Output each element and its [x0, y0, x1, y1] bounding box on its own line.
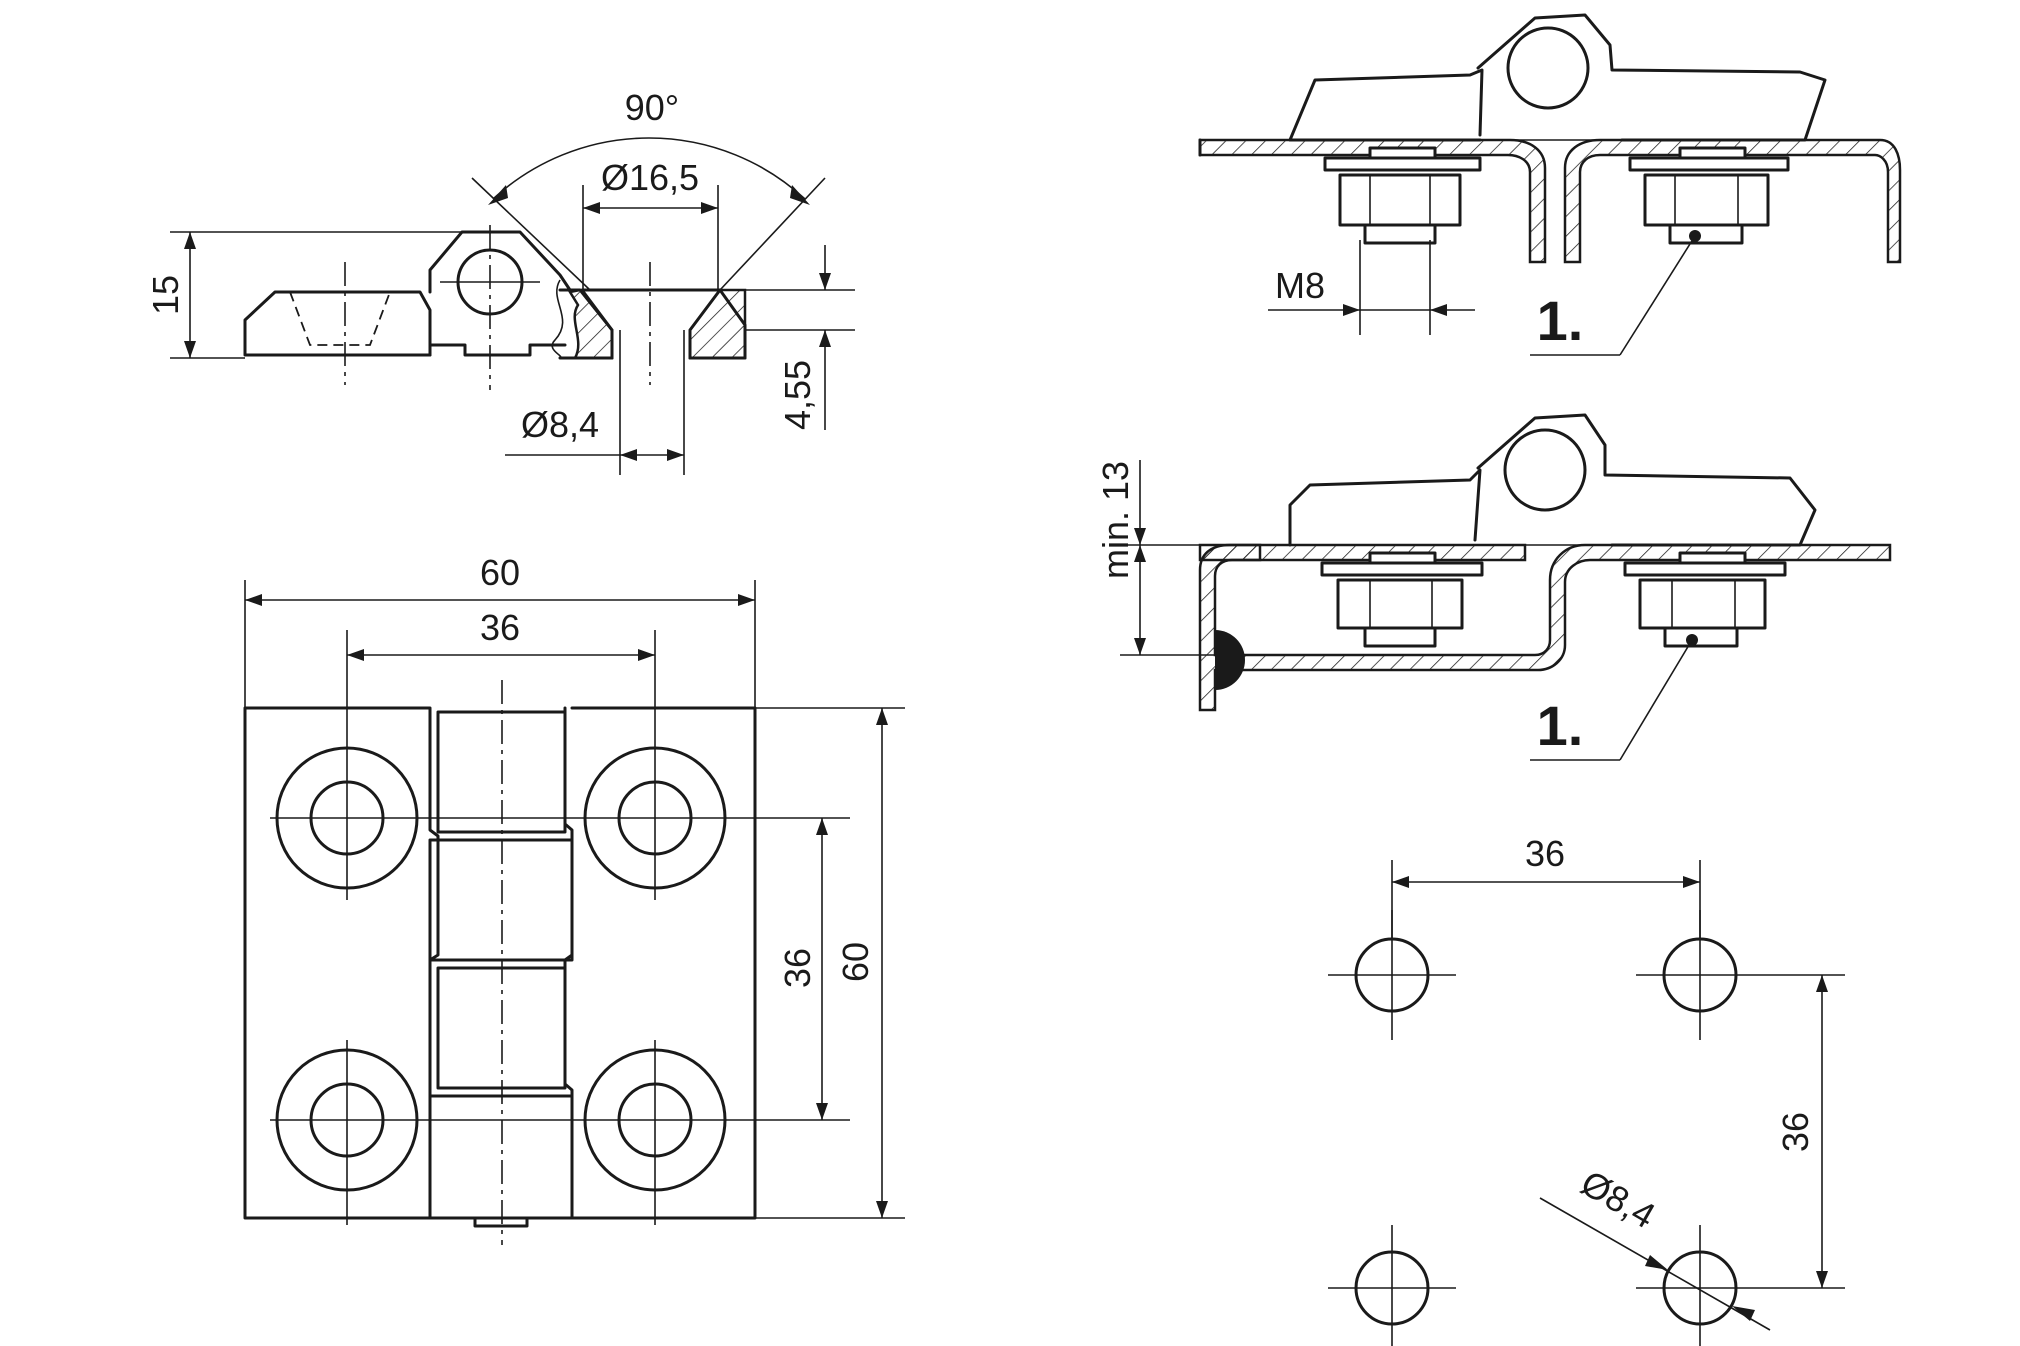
depth-label: 4,55: [777, 360, 818, 430]
width-label: 60: [480, 552, 520, 593]
side-view: 90° Ø16,5 15 Ø8,4 4,55: [145, 87, 855, 475]
hole-pattern-view: 36 36 Ø8,4: [1328, 833, 1845, 1346]
callout-bottom: 1.: [1537, 694, 1584, 757]
min-label: min. 13: [1095, 461, 1136, 579]
hole-spacing-y-label: 36: [777, 948, 818, 988]
pattern-spacing-x-label: 36: [1525, 833, 1565, 874]
thread-label: M8: [1275, 265, 1325, 306]
hole-spacing-x-label: 36: [480, 607, 520, 648]
mounting-view-bottom: min. 13 1.: [1095, 413, 1892, 761]
front-view: 60 36 36 60: [243, 552, 905, 1245]
height-label-15: 15: [145, 275, 186, 315]
mounting-view-top: M8 1.: [1198, 13, 1902, 356]
counterbore-label: Ø16,5: [601, 157, 699, 198]
hole-label-side: Ø8,4: [521, 404, 599, 445]
pattern-spacing-y-label: 36: [1775, 1112, 1816, 1152]
height-label-60: 60: [835, 942, 876, 982]
angle-label: 90°: [625, 87, 679, 128]
callout-top: 1.: [1537, 289, 1584, 352]
